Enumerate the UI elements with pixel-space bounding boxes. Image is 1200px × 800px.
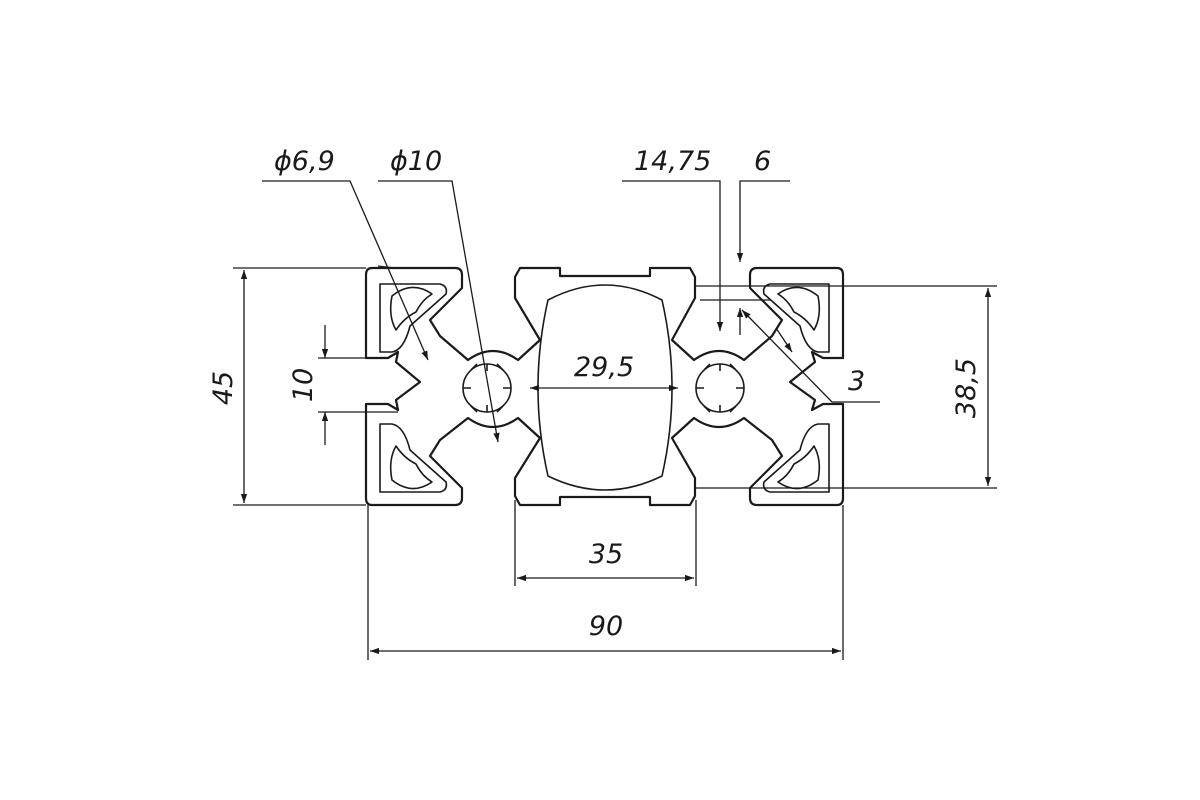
profile-outline — [364, 266, 845, 507]
left-core — [462, 363, 512, 413]
dim-slot-width: 10 — [288, 368, 319, 402]
dim-wall: 3 — [848, 366, 865, 397]
dim-height: 45 — [208, 371, 239, 405]
dim-inner-width: 29,5 — [574, 352, 634, 383]
right-core — [695, 363, 745, 413]
dim-slot-offset: 14,75 — [634, 146, 711, 177]
dim-total-width: 90 — [589, 611, 623, 642]
dim-hole-large: ϕ10 — [390, 146, 442, 177]
dimension-labels: ϕ6,9 ϕ10 14,75 6 3 29,5 45 10 38,5 35 90 — [208, 146, 982, 642]
dim-height-inner: 38,5 — [951, 358, 982, 418]
dim-slot-depth: 6 — [754, 146, 771, 177]
dim-center-width: 35 — [589, 539, 623, 570]
dim-hole-small: ϕ6,9 — [274, 146, 335, 177]
dimension-lines — [233, 180, 997, 660]
